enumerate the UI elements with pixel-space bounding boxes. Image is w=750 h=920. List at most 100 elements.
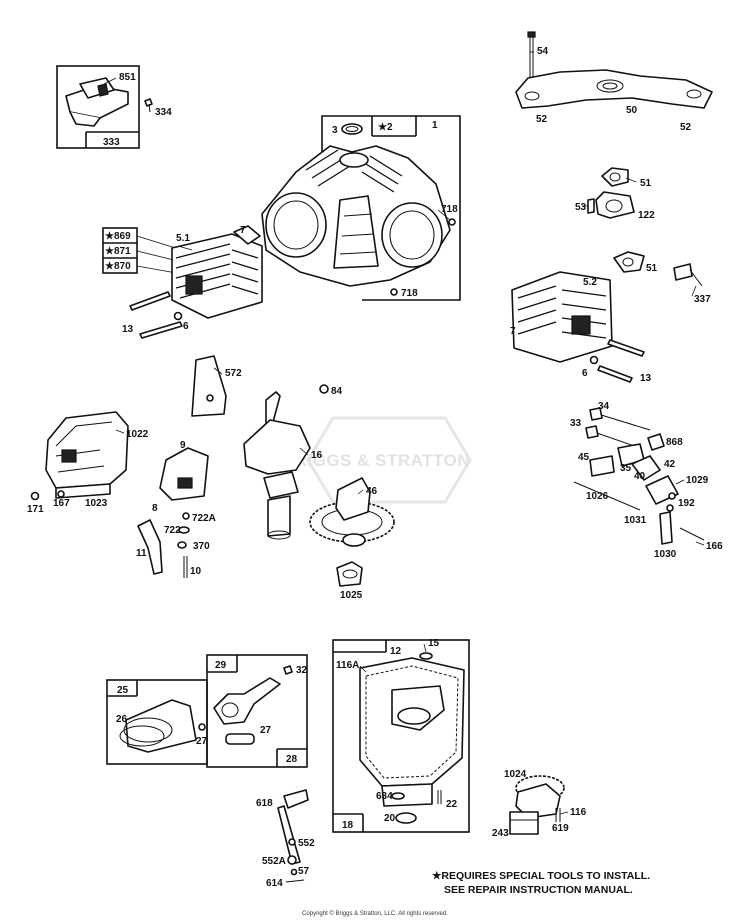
label-552A: 552A — [262, 856, 286, 867]
label-870: ★870 — [105, 261, 131, 272]
label-868: 868 — [666, 437, 683, 448]
label-34: 34 — [598, 401, 610, 412]
watermark: BRIGGS & STRATTON — [282, 416, 472, 504]
label-35: 35 — [620, 463, 632, 474]
connecting-rod-box — [206, 654, 308, 768]
label-337: 337 — [694, 294, 711, 305]
watermark-text: BRIGGS & STRATTON — [282, 451, 470, 470]
label-1023: 1023 — [85, 498, 108, 509]
label-84: 84 — [331, 386, 343, 397]
label-29: 29 — [215, 660, 227, 671]
label-722: 722 — [164, 525, 181, 536]
label-16: 16 — [311, 450, 323, 461]
label-2: ★2 — [378, 122, 393, 133]
special-tools-note: ★REQUIRES SPECIAL TOOLS TO INSTALL. SEE … — [432, 870, 650, 896]
label-1: 1 — [432, 120, 438, 131]
note-line-1: ★REQUIRES SPECIAL TOOLS TO INSTALL. — [432, 870, 650, 882]
label-45: 45 — [578, 452, 590, 463]
label-28: 28 — [286, 754, 298, 765]
label-27-a: 27 — [196, 736, 208, 747]
label-51: 51 — [640, 178, 652, 189]
label-22: 22 — [446, 799, 458, 810]
label-6-b: 6 — [582, 368, 588, 379]
label-10: 10 — [190, 566, 202, 577]
label-18: 18 — [342, 820, 354, 831]
label-634: 634 — [376, 791, 393, 802]
label-12: 12 — [390, 646, 402, 657]
label-851: 851 — [119, 72, 136, 83]
crankshaft — [243, 391, 311, 540]
label-614: 614 — [266, 878, 283, 889]
label-13-b: 13 — [640, 373, 652, 384]
label-618: 618 — [256, 798, 273, 809]
label-50: 50 — [626, 105, 638, 116]
label-51-b: 51 — [646, 263, 658, 274]
label-1024: 1024 — [504, 769, 527, 780]
intake-manifold — [515, 31, 713, 109]
note-line-2: SEE REPAIR INSTRUCTION MANUAL. — [444, 884, 633, 896]
label-40: 40 — [634, 471, 646, 482]
label-333: 333 — [103, 137, 120, 148]
label-1025: 1025 — [340, 590, 363, 601]
label-32: 32 — [296, 665, 308, 676]
label-25: 25 — [117, 685, 129, 696]
label-57: 57 — [298, 866, 310, 877]
label-122: 122 — [638, 210, 655, 221]
cylinder-block — [261, 145, 456, 296]
valve-train — [573, 407, 705, 545]
air-guide-572 — [191, 355, 227, 417]
label-11: 11 — [136, 548, 147, 559]
leader-lines — [103, 51, 705, 815]
cylinder-head-right — [511, 271, 613, 363]
label-1026: 1026 — [586, 491, 609, 502]
label-869: ★869 — [105, 231, 131, 242]
governor-linkage — [277, 789, 309, 883]
label-7-b: 7 — [510, 326, 516, 337]
label-370: 370 — [193, 541, 210, 552]
label-718-b: 718 — [401, 288, 418, 299]
label-9: 9 — [180, 440, 186, 451]
label-54: 54 — [537, 46, 549, 57]
camshaft-gear — [309, 477, 395, 547]
label-3: 3 — [332, 125, 338, 136]
label-5-1: 5.1 — [176, 233, 190, 244]
label-8: 8 — [152, 503, 158, 514]
label-46: 46 — [366, 486, 378, 497]
crankcase-cover-box — [332, 639, 470, 833]
label-7-a: 7 — [240, 225, 246, 236]
label-192: 192 — [678, 498, 695, 509]
label-1031: 1031 — [624, 515, 647, 526]
label-15: 15 — [428, 638, 440, 649]
rocker-shaft-support — [159, 447, 209, 501]
breather-kit-box — [56, 65, 140, 149]
label-1029: 1029 — [686, 475, 709, 486]
label-52-b: 52 — [680, 122, 692, 133]
label-52-a: 52 — [536, 114, 548, 125]
label-167: 167 — [53, 498, 70, 509]
label-718-a: 718 — [441, 204, 458, 215]
label-171: 171 — [27, 504, 44, 515]
label-13-a: 13 — [122, 324, 134, 335]
label-116: 116 — [570, 807, 587, 818]
label-722A: 722A — [192, 513, 216, 524]
label-27-b: 27 — [260, 725, 272, 736]
label-42: 42 — [664, 459, 676, 470]
label-1030: 1030 — [654, 549, 677, 560]
label-243: 243 — [492, 828, 509, 839]
cylinder-block-box — [321, 115, 461, 301]
label-572: 572 — [225, 368, 242, 379]
label-53: 53 — [575, 202, 587, 213]
label-871: ★871 — [105, 246, 131, 257]
label-26: 26 — [116, 714, 128, 725]
label-6-a: 6 — [183, 321, 189, 332]
label-20: 20 — [384, 813, 396, 824]
label-552: 552 — [298, 838, 315, 849]
piston-box — [106, 679, 208, 765]
cylinder-head-left — [102, 225, 263, 319]
copyright-text: Copyright © Briggs & Stratton, LLC. All … — [302, 910, 448, 917]
carburetor-adapter — [587, 167, 645, 273]
oil-pump — [509, 775, 565, 835]
label-619: 619 — [552, 823, 569, 834]
part-labels: 851 334 333 3 ★2 1 718 718 54 52 50 52 ★… — [27, 46, 723, 889]
